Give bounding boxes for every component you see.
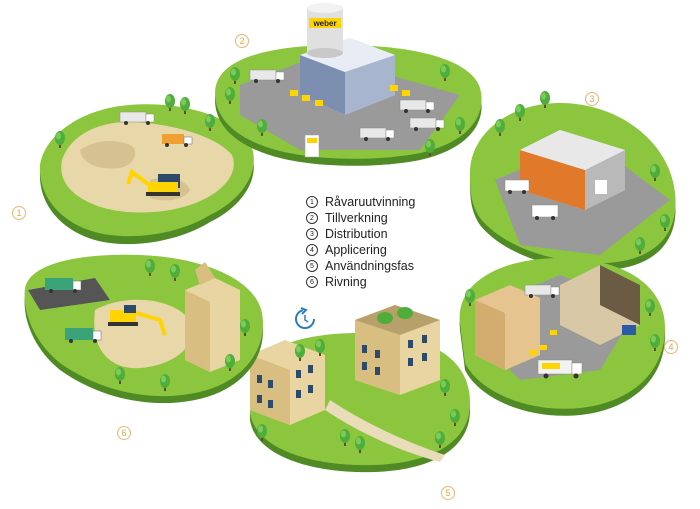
island-manufacturing: weber [215, 3, 482, 166]
pallets [290, 85, 410, 106]
delivery-van [504, 179, 530, 194]
legend-label: Tillverkning [325, 211, 388, 225]
island-demolition [24, 254, 263, 404]
dump-truck [162, 134, 193, 147]
stage-number-4: 4 [664, 340, 678, 354]
legend-item-demolition: 6 Rivning [306, 274, 415, 290]
legend-number: 2 [306, 212, 318, 224]
legend-item-application: 4 Applicering [306, 242, 415, 258]
garbage-truck-1 [45, 278, 82, 293]
silo-brand-logo: weber [312, 19, 336, 28]
island-application [459, 258, 665, 416]
legend-number: 4 [306, 244, 318, 256]
island-distribution [470, 91, 676, 270]
demolished-building [185, 262, 240, 372]
island-raw-material-extraction [39, 94, 254, 245]
residential-building-left [250, 340, 325, 425]
legend-label: Distribution [325, 227, 388, 241]
silo: weber [307, 3, 343, 58]
legend-label: Användningsfas [325, 259, 414, 273]
stage-number-2: 2 [235, 34, 249, 48]
legend-label: Rivning [325, 275, 367, 289]
lifecycle-legend: 1 Råvaruutvinning 2 Tillverkning 3 Distr… [306, 194, 415, 290]
legend-item-manufacturing: 2 Tillverkning [306, 210, 415, 226]
residential-building-right [355, 305, 440, 395]
stage-number-6: 6 [117, 426, 131, 440]
weber-truck [537, 359, 583, 379]
stage-number-3: 3 [585, 92, 599, 106]
excavator [126, 168, 180, 196]
legend-number: 1 [306, 196, 318, 208]
room-cutaway [560, 265, 640, 345]
legend-number: 3 [306, 228, 318, 240]
legend-item-raw-material: 1 Råvaruutvinning [306, 194, 415, 210]
stage-number-5: 5 [441, 486, 455, 500]
garbage-truck-2 [65, 328, 102, 343]
warehouse-building [520, 130, 625, 210]
legend-label: Råvaruutvinning [325, 195, 416, 209]
legend-item-distribution: 3 Distribution [306, 226, 415, 242]
factory-building [300, 38, 395, 115]
legend-number: 6 [306, 276, 318, 288]
legend-item-use-phase: 5 Användningsfas [306, 258, 415, 274]
demolition-excavator [108, 305, 167, 336]
legend-number: 5 [306, 260, 318, 272]
stage-number-1: 1 [12, 206, 26, 220]
refresh-cycle-icon [295, 307, 315, 329]
island-use-phase [250, 305, 470, 473]
building-under-construction [475, 285, 540, 370]
legend-label: Applicering [325, 243, 387, 257]
